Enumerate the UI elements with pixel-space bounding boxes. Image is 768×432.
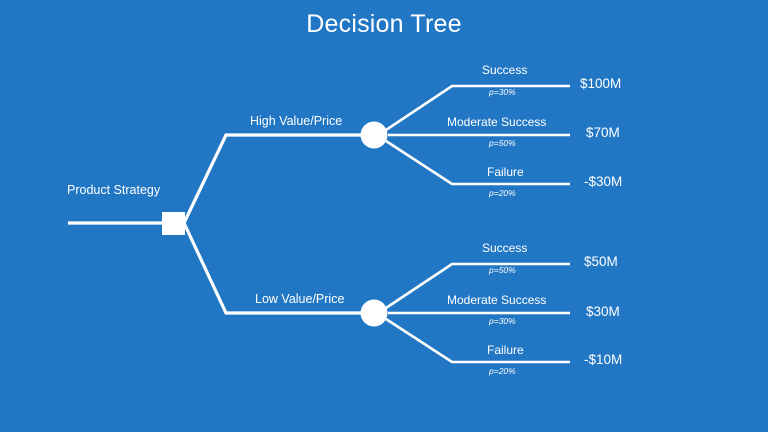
probability-label-high-failure: p=20%	[489, 188, 516, 198]
chance-node-circle-high-value[interactable]	[360, 121, 388, 149]
slide-title: Decision Tree	[306, 10, 462, 38]
payoff-label-high-moderate: $70M	[586, 125, 620, 140]
chance-node-circle-low-value[interactable]	[360, 299, 388, 327]
payoff-label-high-failure: -$30M	[584, 174, 623, 189]
branch-line-low-value	[182, 222, 361, 315]
outcome-label-low-success: Success	[482, 241, 528, 255]
payoff-label-low-success: $50M	[584, 254, 618, 269]
outcome-line-high-failure	[385, 139, 570, 186]
probability-label-low-moderate: p=30%	[489, 316, 516, 326]
probability-label-high-moderate: p=50%	[489, 138, 516, 148]
payoff-label-high-success: $100M	[580, 76, 622, 91]
payoff-label-low-moderate: $30M	[586, 304, 620, 319]
outcome-label-low-moderate: Moderate Success	[447, 293, 547, 307]
branch-label-low-value: Low Value/Price	[255, 292, 345, 306]
outcome-label-high-moderate: Moderate Success	[447, 115, 547, 129]
outcome-label-low-failure: Failure	[487, 343, 524, 357]
outcome-line-low-success	[385, 262, 570, 310]
outcome-label-high-failure: Failure	[487, 165, 524, 179]
outcome-label-high-success: Success	[482, 63, 528, 77]
branch-label-high-value: High Value/Price	[250, 114, 343, 128]
root-node-label: Product Strategy	[67, 183, 161, 197]
decision-node-square[interactable]	[162, 212, 185, 235]
outcome-line-high-success	[385, 84, 570, 132]
branch-line-high-value	[182, 133, 361, 224]
outcome-line-low-failure	[385, 317, 570, 364]
payoff-label-low-failure: -$10M	[584, 352, 623, 367]
probability-label-low-success: p=50%	[489, 265, 516, 275]
probability-label-low-failure: p=20%	[489, 366, 516, 376]
probability-label-high-success: p=30%	[489, 87, 516, 97]
